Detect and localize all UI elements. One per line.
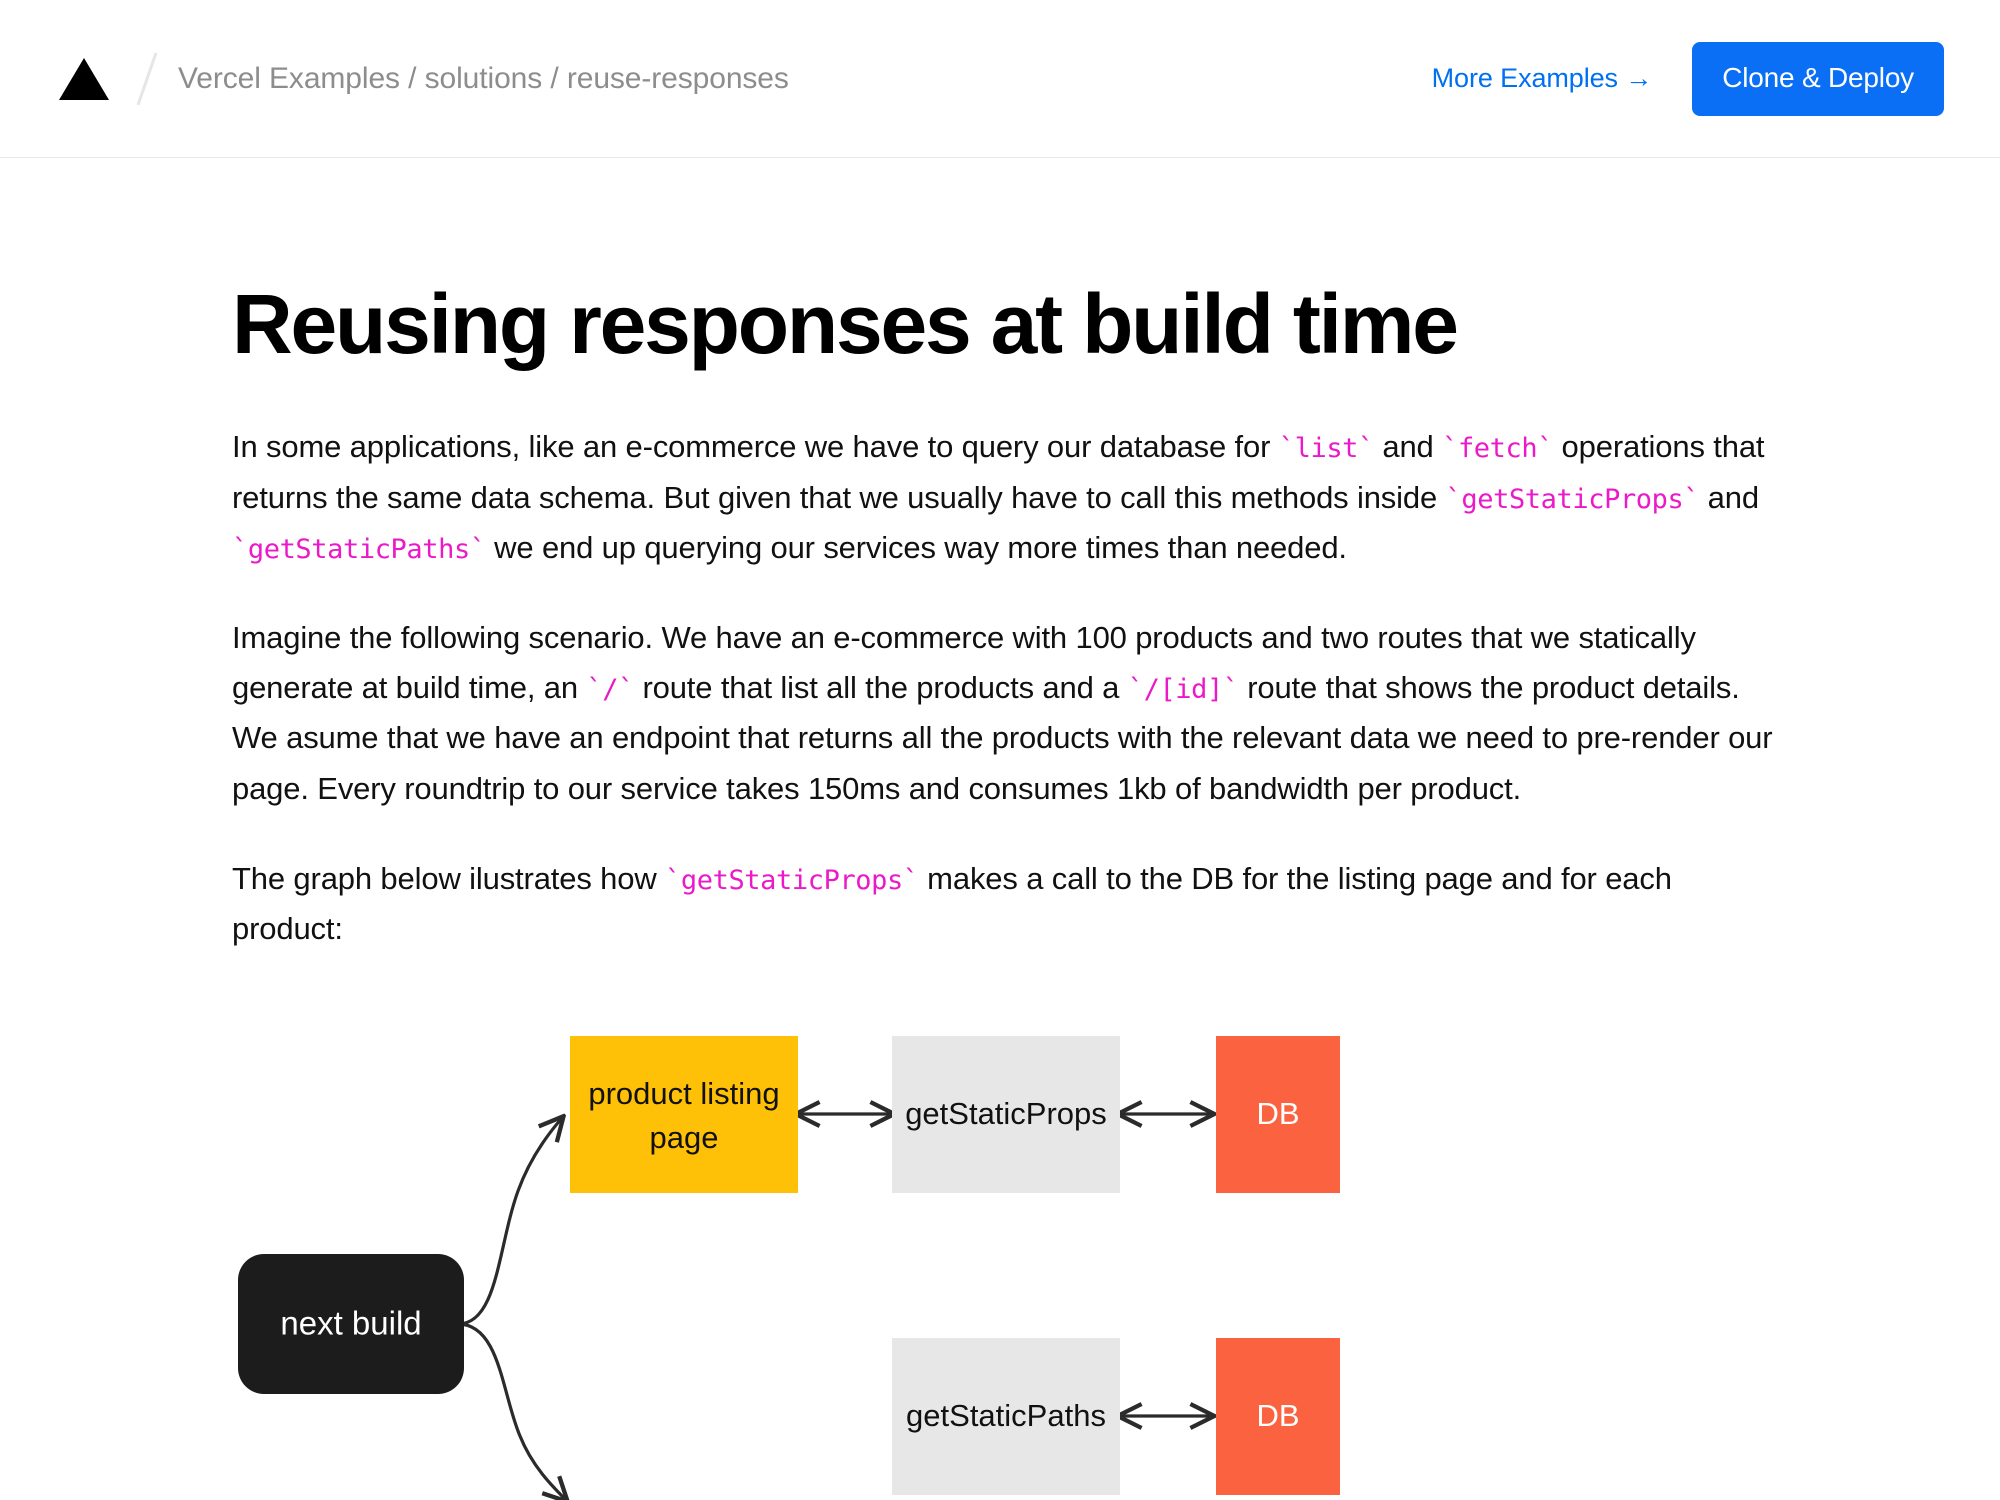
next-build-label: next build <box>280 1305 421 1342</box>
paragraph-1: In some applications, like an e-commerce… <box>232 422 1777 573</box>
inline-code-getstaticprops-2: `getStaticProps` <box>665 864 919 896</box>
get-static-props-label: getStaticProps <box>905 1097 1107 1132</box>
diagram-node-db-top[interactable]: DB <box>1216 1036 1340 1194</box>
clone-and-deploy-button[interactable]: Clone & Deploy <box>1692 41 1944 116</box>
inline-code-getstaticpaths-1: `getStaticPaths` <box>232 533 486 565</box>
article-body: In some applications, like an e-commerce… <box>232 422 2000 954</box>
p3-text-a: The graph below ilustrates how <box>232 860 666 896</box>
diagram-node-get-static-paths[interactable]: getStaticPaths <box>892 1338 1120 1496</box>
inline-code-root-route: `/` <box>586 674 634 706</box>
breadcrumb[interactable]: Vercel Examples / solutions / reuse-resp… <box>178 61 789 95</box>
db-bottom-label: DB <box>1256 1399 1299 1434</box>
db-top-label: DB <box>1256 1097 1299 1132</box>
build-flow-diagram: next build product listing page getStati… <box>180 1016 1940 1500</box>
main-content: Reusing responses at build time In some … <box>0 277 2000 1500</box>
header-right-group: More Examples → Clone & Deploy <box>1431 41 1944 116</box>
header-left-group: Vercel Examples / solutions / reuse-resp… <box>58 49 1432 109</box>
inline-code-list: `list` <box>1278 433 1375 465</box>
p2-text-a: Imagine the following scenario. We have … <box>232 620 1696 706</box>
diagram-node-get-static-props[interactable]: getStaticProps <box>892 1036 1120 1194</box>
paragraph-3: The graph below ilustrates how `getStati… <box>232 854 1777 954</box>
vercel-triangle-logo-icon[interactable] <box>58 56 110 102</box>
product-listing-label-line2: page <box>650 1121 719 1156</box>
get-static-paths-label: getStaticPaths <box>906 1399 1106 1434</box>
p1-text-d: and <box>1699 479 1759 515</box>
p2-text-c: route that shows the product details. We… <box>232 670 1773 806</box>
p1-text-e: we end up querying our services way more… <box>485 529 1347 565</box>
page-title: Reusing responses at build time <box>232 277 1459 371</box>
inline-code-fetch: `fetch` <box>1442 433 1554 465</box>
site-header: Vercel Examples / solutions / reuse-resp… <box>0 0 2000 158</box>
edge-nextbuild-to-listing <box>457 1118 562 1326</box>
diagram-node-db-bottom[interactable]: DB <box>1216 1338 1340 1496</box>
inline-code-id-route: `/[id]` <box>1127 674 1239 706</box>
p3-text-b: makes a call to the DB for the listing p… <box>232 860 1672 947</box>
diagram-canvas: next build product listing page getStati… <box>238 1036 1340 1500</box>
edge-nextbuild-to-paths <box>457 1322 566 1500</box>
p1-text-a: In some applications, like an e-commerce… <box>232 429 1279 465</box>
diagram-node-next-build[interactable]: next build <box>238 1254 464 1395</box>
breadcrumb-separator-icon <box>136 52 158 105</box>
more-examples-link[interactable]: More Examples → <box>1431 63 1653 93</box>
p1-text-c: operations that returns the same data sc… <box>232 429 1765 515</box>
product-listing-label-line1: product listing <box>588 1077 779 1112</box>
inline-code-getstaticprops-1: `getStaticProps` <box>1445 483 1700 515</box>
paragraph-2: Imagine the following scenario. We have … <box>232 613 1777 814</box>
p2-text-b: route that list all the products and a <box>633 670 1128 706</box>
p1-text-b: and <box>1373 429 1443 465</box>
diagram-node-product-listing-page[interactable]: product listing page <box>570 1036 798 1194</box>
